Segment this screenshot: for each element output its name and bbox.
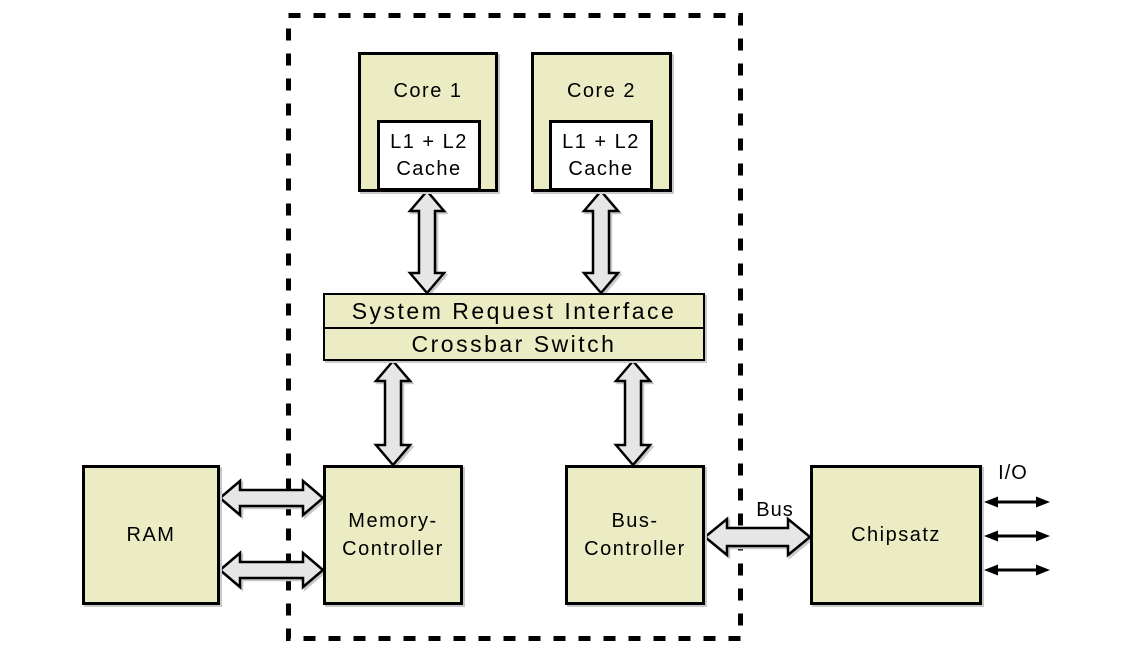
crossbar-switch-bar: Crossbar Switch — [323, 327, 705, 361]
io-arrow-3 — [984, 564, 1050, 576]
cache2-label-line1: L1 + L2 — [562, 130, 640, 153]
io-arrow-1 — [984, 496, 1050, 508]
io-arrow-2 — [984, 530, 1050, 542]
cache1-label-line1: L1 + L2 — [390, 130, 468, 153]
io-edge-label: I/O — [998, 462, 1028, 484]
arrow-cache2-sri — [581, 189, 621, 295]
system-request-interface-bar: System Request Interface — [323, 293, 705, 329]
memory-controller-label-line2: Controller — [342, 538, 444, 560]
bus-edge-label: Bus — [756, 499, 794, 521]
arrow-ram-memory-upper — [218, 478, 325, 518]
core1-label: Core 1 — [393, 80, 463, 102]
chipsatz-label: Chipsatz — [851, 524, 941, 546]
arrow-crossbar-bus-controller — [613, 359, 653, 467]
arrow-bus-chipsatz — [703, 516, 812, 558]
cache1-box: L1 + L2 Cache — [377, 120, 481, 191]
ram-box: RAM — [82, 465, 220, 605]
ram-label: RAM — [126, 524, 176, 546]
core2-label: Core 2 — [566, 80, 637, 102]
arrow-crossbar-memory-controller — [373, 359, 413, 467]
cache1-label-line2: Cache — [396, 157, 462, 180]
cache2-box: L1 + L2 Cache — [549, 120, 653, 191]
crossbar-switch-label: Crossbar Switch — [411, 330, 617, 357]
system-request-interface-label: System Request Interface — [351, 297, 677, 324]
chipsatz-box: Chipsatz — [810, 465, 982, 605]
arrow-ram-memory-lower — [218, 550, 325, 590]
bus-controller-label-line2: Controller — [584, 538, 686, 560]
arrow-cache1-sri — [407, 189, 447, 295]
cpu-die-boundary — [286, 13, 743, 641]
memory-controller-box: Memory- Controller — [323, 465, 463, 605]
memory-controller-label-line1: Memory- — [348, 510, 438, 532]
bus-controller-label-line1: Bus- — [611, 510, 659, 532]
bus-controller-box: Bus- Controller — [565, 465, 705, 605]
cache2-label-line2: Cache — [568, 157, 634, 180]
